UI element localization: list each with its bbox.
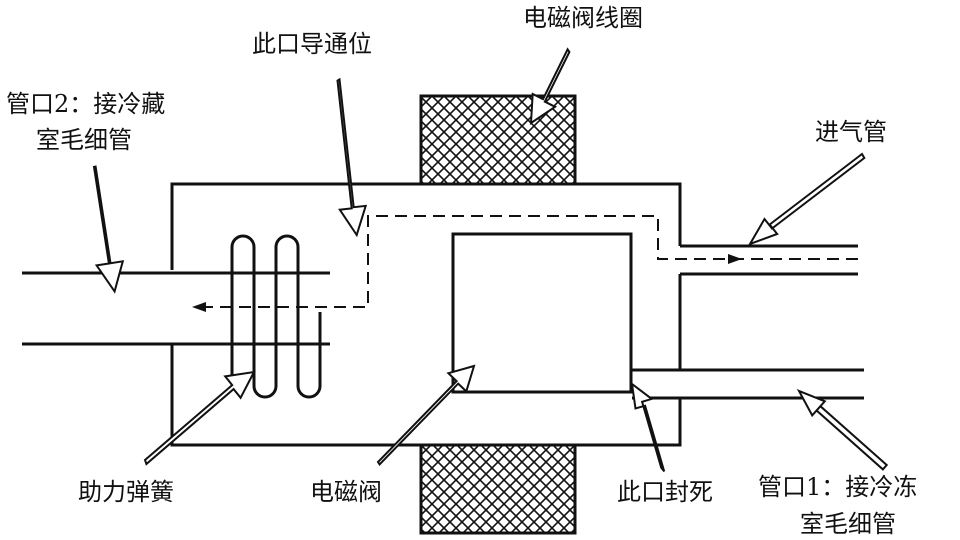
label-port-sealed: 此口封死 <box>617 478 713 506</box>
valve-plunger <box>451 232 633 394</box>
arrow-coil <box>529 47 571 125</box>
label-inlet: 进气管 <box>815 118 887 146</box>
label-port1-line1: 管口1：接冷冻 <box>758 473 917 501</box>
arrow-port1 <box>796 389 889 471</box>
valve-body <box>170 182 682 447</box>
label-port-open: 此口导通位 <box>252 30 372 58</box>
label-spring: 助力弹簧 <box>78 478 174 506</box>
flow-path <box>196 215 858 308</box>
label-coil: 电磁阀线圈 <box>523 4 643 32</box>
helper-spring <box>230 234 322 399</box>
label-port2-line2: 室毛细管 <box>36 126 132 154</box>
arrow-port2 <box>92 165 125 294</box>
inlet-pipe <box>680 244 858 276</box>
flow-arrow-left <box>192 302 206 312</box>
arrow-spring <box>143 370 256 466</box>
flow-arrow-right <box>728 254 742 264</box>
coil-bottom <box>419 443 577 535</box>
label-valve: 电磁阀 <box>310 478 382 506</box>
port1-pipe <box>632 368 864 400</box>
arrow-port-open <box>336 77 368 238</box>
port2-pipe <box>22 271 330 346</box>
arrow-valve <box>376 364 476 466</box>
coil-winding <box>419 94 577 535</box>
labels: 管口2：接冷藏 室毛细管 此口导通位 电磁阀线圈 进气管 助力弹簧 电磁阀 此口… <box>6 4 917 538</box>
arrow-port-sealed <box>630 381 666 473</box>
label-port2-line1: 管口2：接冷藏 <box>6 90 165 118</box>
label-port1-line2: 室毛细管 <box>800 510 896 538</box>
arrow-inlet <box>747 152 866 246</box>
